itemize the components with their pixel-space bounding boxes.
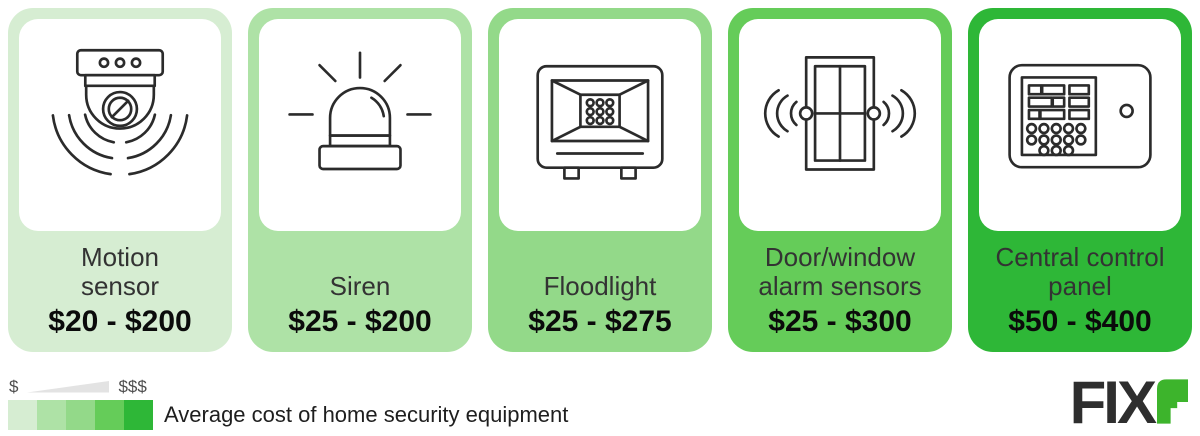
label-line: Siren <box>329 271 391 301</box>
card-central-control-panel: Central control panel $50 - $400 <box>968 8 1192 352</box>
legend-bottom: Average cost of home security equipment <box>8 400 568 430</box>
card-motion-sensor: Motion sensor $20 - $200 <box>8 8 232 352</box>
equipment-label: Siren <box>330 272 391 301</box>
color-swatch <box>37 400 66 430</box>
icon-box <box>499 19 701 231</box>
label-line: Motion <box>80 242 160 272</box>
floodlight-icon <box>536 64 664 180</box>
control-panel-icon <box>1008 63 1152 169</box>
icon-box <box>739 19 941 231</box>
siren-icon <box>288 51 432 171</box>
cost-scale: $ $$$ <box>9 377 568 396</box>
icon-box <box>19 19 221 231</box>
high-cost-label: $$$ <box>118 377 147 396</box>
card-text: Siren $25 - $200 <box>248 231 472 352</box>
color-swatch <box>66 400 95 430</box>
card-text: Central control panel $50 - $400 <box>968 231 1192 352</box>
card-floodlight: Floodlight $25 - $275 <box>488 8 712 352</box>
cost-legend: $ $$$ Average cost of home security equi… <box>8 377 568 430</box>
card-text: Motion sensor $20 - $200 <box>8 231 232 352</box>
color-swatch <box>124 400 153 430</box>
price-range: $25 - $300 <box>768 305 912 338</box>
price-range: $20 - $200 <box>48 305 192 338</box>
equipment-label: Door/window alarm sensors <box>758 243 921 301</box>
label-line: panel <box>1048 271 1112 301</box>
color-swatch <box>95 400 124 430</box>
door-window-sensor-icon <box>763 56 917 171</box>
icon-box <box>259 19 461 231</box>
equipment-label: Floodlight <box>544 272 657 301</box>
price-range: $25 - $275 <box>528 305 672 338</box>
icon-box <box>979 19 1181 231</box>
equipment-label: Central control panel <box>995 243 1164 301</box>
label-line: alarm sensors <box>758 271 922 301</box>
card-text: Door/window alarm sensors $25 - $300 <box>728 231 952 352</box>
low-cost-label: $ <box>9 377 19 396</box>
color-swatch <box>8 400 37 430</box>
label-line: Floodlight <box>543 271 657 301</box>
equipment-label: Motion sensor <box>81 243 159 301</box>
card-siren: Siren $25 - $200 <box>248 8 472 352</box>
price-range: $25 - $200 <box>288 305 432 338</box>
fixr-logo-text: FIX <box>1069 369 1157 436</box>
chart-title: Average cost of home security equipment <box>164 402 569 427</box>
fixr-logo: FIX <box>1069 369 1188 436</box>
card-door-window-sensors: Door/window alarm sensors $25 - $300 <box>728 8 952 352</box>
label-line: Central control <box>995 242 1165 272</box>
card-text: Floodlight $25 - $275 <box>488 231 712 352</box>
label-line: Door/window <box>764 242 916 272</box>
equipment-cards: Motion sensor $20 - $200 Siren <box>8 8 1192 352</box>
motion-sensor-icon <box>51 48 189 176</box>
price-range: $50 - $400 <box>1008 305 1152 338</box>
label-line: sensor <box>80 271 160 301</box>
cost-wedge-icon <box>27 381 110 393</box>
color-scale-bar <box>8 400 153 430</box>
fixr-r-glyph <box>1157 379 1188 424</box>
